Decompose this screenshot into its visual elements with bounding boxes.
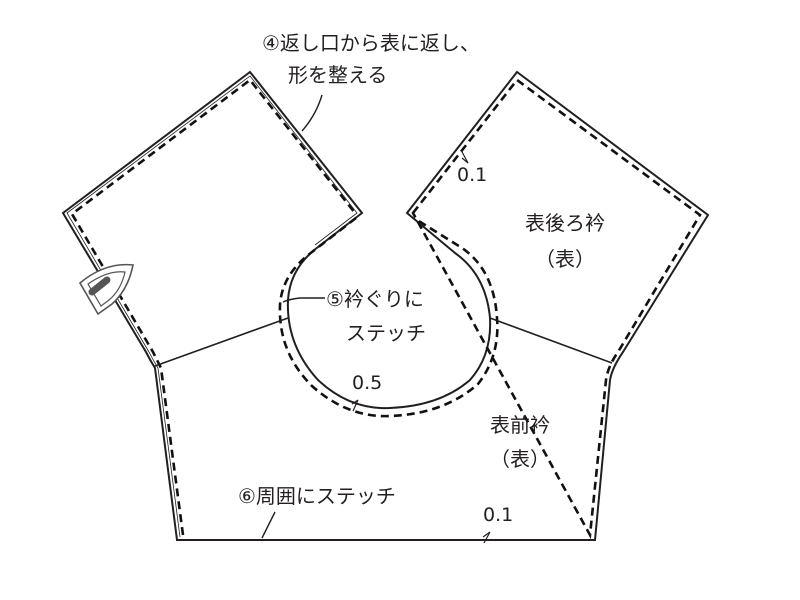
front-collar-name: 表前衿 bbox=[490, 413, 550, 437]
collar-inner-outline bbox=[66, 75, 358, 538]
seam-line-left bbox=[154, 317, 289, 367]
back-measure-leader bbox=[460, 149, 469, 164]
step5-leader-line bbox=[282, 297, 325, 303]
back-collar-name: 表後ろ衿 bbox=[525, 211, 605, 235]
step4-leader-line bbox=[301, 94, 323, 132]
step5-label-line2: ステッチ bbox=[346, 321, 426, 345]
neckline-measure-leader bbox=[351, 399, 359, 412]
neckline-stitch-measure: 0.5 bbox=[352, 372, 383, 394]
step6-label: ⑥周囲にステッチ bbox=[238, 484, 396, 508]
seam-line-right bbox=[489, 317, 613, 364]
step4-label-line1: ④返し口から表に返し、 bbox=[262, 31, 480, 55]
bottom-measure-leader bbox=[482, 531, 491, 544]
perimeter-stitch-line bbox=[70, 78, 702, 540]
step4-label-line2: 形を整える bbox=[288, 63, 388, 87]
back-stitch-measure: 0.1 bbox=[457, 164, 488, 186]
front-collar-side: （表） bbox=[490, 447, 550, 471]
back-collar-side: （表） bbox=[535, 247, 595, 271]
neckline-stitch-line bbox=[278, 216, 499, 418]
iron-icon bbox=[78, 263, 134, 316]
step6-leader-line bbox=[261, 511, 276, 539]
perimeter-stitch-measure: 0.1 bbox=[483, 504, 514, 526]
step5-label-line1: ⑤衿ぐりに bbox=[326, 287, 424, 311]
